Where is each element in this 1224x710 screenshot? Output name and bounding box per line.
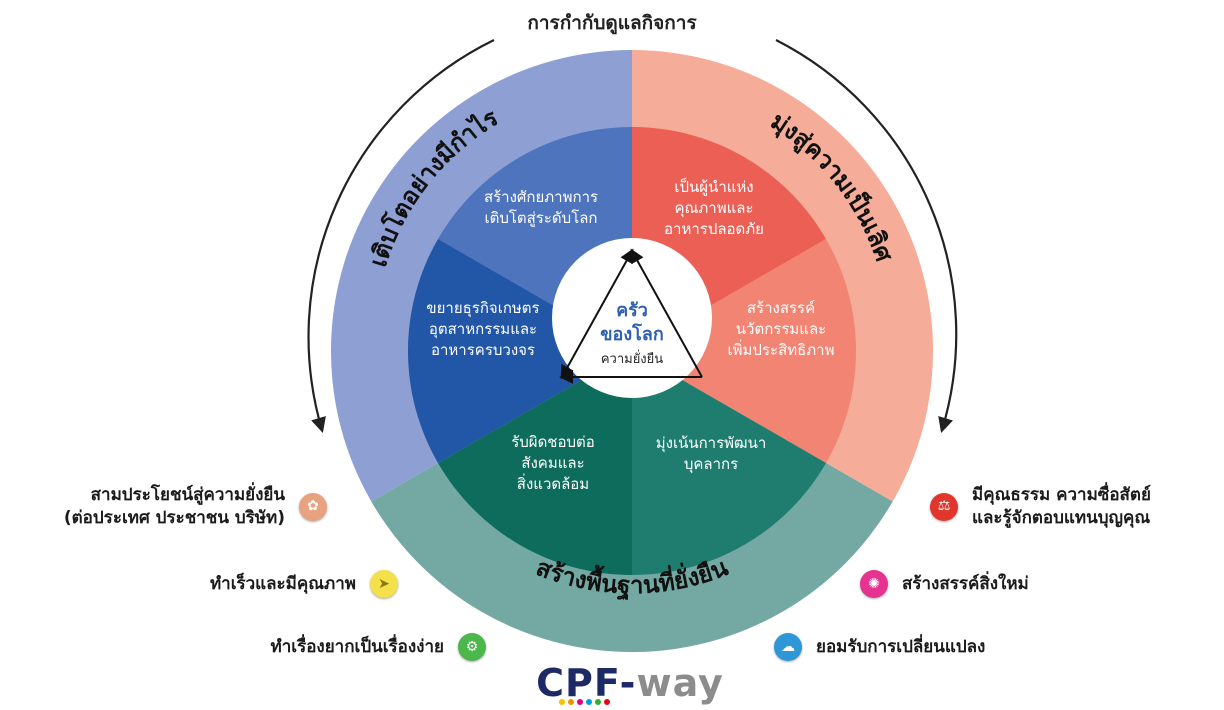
segment-business-expansion [407,239,632,463]
center-subtitle: ความยั่งยืน [601,350,663,367]
value-accept-change-line1: ยอมรับการเปลี่ยนแปลง [816,636,986,657]
segment-innovation-line3: เพิ่มประสิทธิภาพ [728,339,835,359]
segment-social [438,351,632,575]
segment-people-line1: มุ่งเน้นการพัฒนา [656,434,767,453]
segment-people [632,351,826,575]
value-three-benefits-line2: (ต่อประเทศ ประชาชน บริษัท) [63,507,285,528]
value-make-easy-line1: ทำเรื่องยากเป็นเรื่องง่าย [270,636,445,657]
value-accept-change: ☁ ยอมรับการเปลี่ยนแปลง [774,633,1094,661]
logo-cpf: CPF- [536,661,637,705]
value-integrity: ⚖ มีคุณธรรม ความซื่อสัตย์ และรู้จักตอบแท… [930,484,1222,530]
center-title-line2: ของโลก [600,323,664,345]
value-integrity-line1: มีคุณธรรม ความซื่อสัตย์ [972,485,1151,505]
scale-icon: ⚖ [930,492,958,521]
value-make-easy: ทำเรื่องยากเป็นเรื่องง่าย ⚙ [0,633,486,661]
diagram-title: การกำกับดูแลกิจการ [527,12,697,34]
segment-business-line1: ขยายธุรกิจเกษตร [426,299,539,318]
segment-global-growth-line1: สร้างศักยภาพการ [484,188,598,206]
center-title-line1: ครัว [616,300,648,321]
value-integrity-text: มีคุณธรรม ความซื่อสัตย์ และรู้จักตอบแทนบ… [972,484,1151,530]
segment-food-leader-line2: คุณภาพและ [674,199,753,218]
value-speed-quality-line1: ทำเร็วและมีคุณภาพ [209,573,356,594]
segment-innovation-line2: นวัตกรรมและ [736,320,826,338]
triangle-arrow-right [630,248,703,378]
value-three-benefits-line1: สามประโยชน์สู่ความยั่งยืน [90,485,285,505]
segment-innovation-line1: สร้างสรรค์ [747,299,815,317]
segment-people-line2: บุคลากร [684,455,738,474]
segment-business-line2: อุตสาหกรรมและ [429,320,537,339]
logo-way: way [636,661,724,705]
value-three-benefits: สามประโยชน์สู่ความยั่งยืน (ต่อประเทศ ประ… [0,484,327,530]
gears-icon: ⚙ [458,633,486,661]
cpf-way-logo: CPF-way [530,660,730,708]
segment-food-leader-line1: เป็นผู้นำแห่ง [674,177,753,196]
segment-food-leader-line3: อาหารปลอดภัย [664,220,764,238]
logo-dots [558,699,610,705]
triangle-arrow-left [560,248,634,380]
value-integrity-line2: และรู้จักตอบแทนบุญคุณ [972,507,1151,528]
logo-wordmark: CPF-way [536,663,724,703]
value-three-benefits-text: สามประโยชน์สู่ความยั่งยืน (ต่อประเทศ ประ… [64,484,285,530]
value-create-new: ✺ สร้างสรรค์สิ่งใหม่ [860,570,1160,598]
value-speed-quality: ทำเร็วและมีคุณภาพ ➤ [0,570,398,598]
cloud-icon: ☁ [774,633,802,661]
segment-global-growth-line2: เติบโตสู่ระดับโลก [484,209,597,227]
leaf-icon: ✿ [299,492,327,521]
segment-social-line3: สิ่งแวดล้อม [517,473,589,493]
curved-arrow-left [307,39,495,433]
curved-arrow-right [775,39,958,433]
value-create-new-line1: สร้างสรรค์สิ่งใหม่ [902,573,1029,594]
segment-business-line3: อาหารครบวงจร [431,341,535,359]
segment-innovation [632,239,857,463]
bulb-icon: ✺ [860,570,888,598]
segment-social-line1: รับผิดชอบต่อ [511,433,595,451]
speed-icon: ➤ [370,570,398,598]
segment-social-line2: สังคมและ [521,454,584,472]
